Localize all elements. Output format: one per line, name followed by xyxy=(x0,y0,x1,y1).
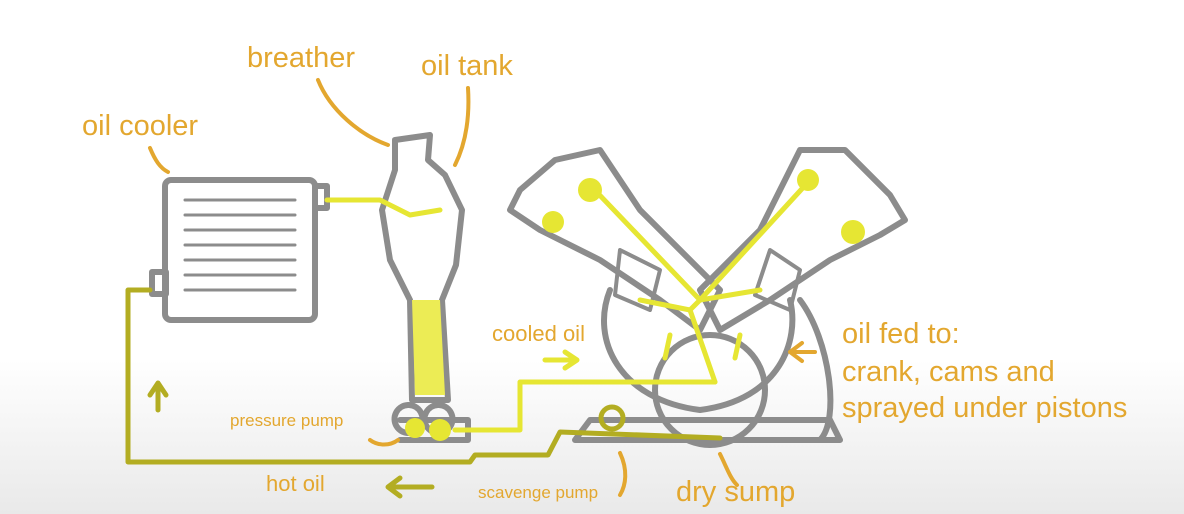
oil-level xyxy=(412,300,445,395)
hot-oil-line xyxy=(125,287,723,499)
label-pressure-pump: pressure pump xyxy=(230,411,344,430)
label-hot-oil: hot oil xyxy=(266,471,325,496)
label-oil-tank: oil tank xyxy=(421,50,513,82)
label-scavenge-pump: scavenge pump xyxy=(478,483,599,502)
cooled-oil-line xyxy=(324,177,813,433)
label-pointers xyxy=(148,78,817,497)
label-dry-sump: dry sump xyxy=(676,476,796,508)
label-cooled-oil: cooled oil xyxy=(492,321,585,346)
label-oil-fed-to-1: oil fed to: xyxy=(842,318,960,350)
label-oil-fed-to-3: sprayed under pistons xyxy=(842,392,1128,424)
oil-cooler-drawing xyxy=(149,177,330,323)
label-oil-fed-to-2: crank, cams and xyxy=(842,356,1055,388)
label-breather: breather xyxy=(247,42,356,74)
label-oil-cooler: oil cooler xyxy=(82,110,199,142)
